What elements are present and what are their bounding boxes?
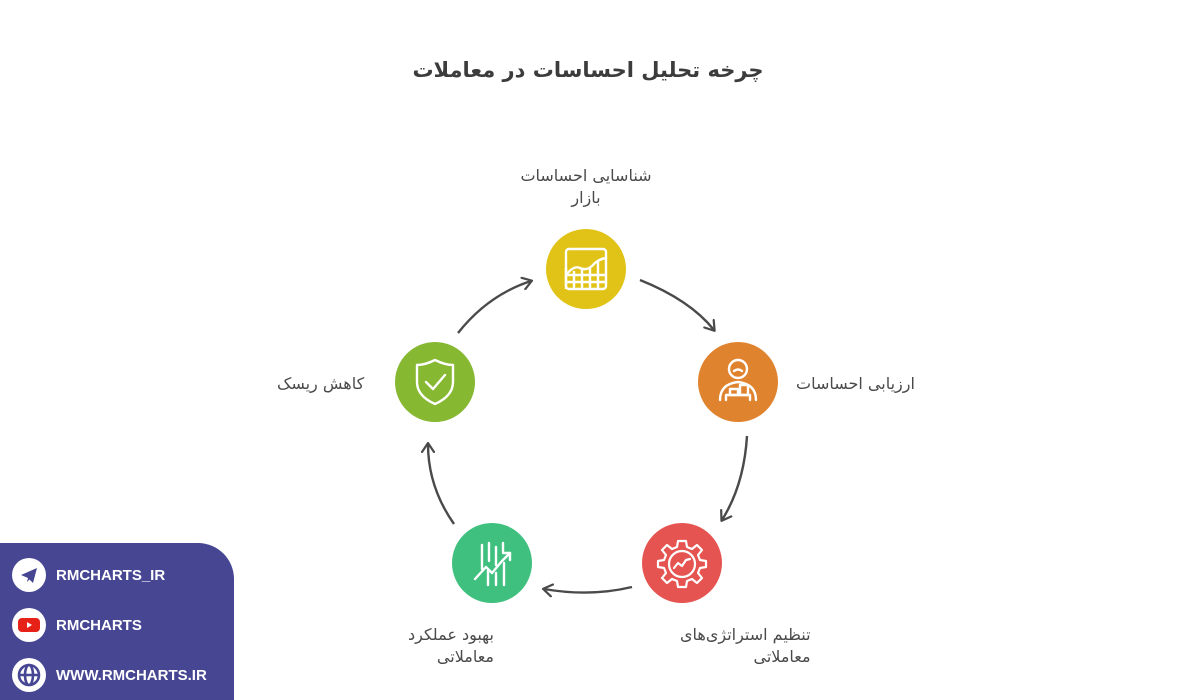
label-identify-line2: بازار: [571, 188, 601, 207]
node-reduce-risk: [395, 342, 475, 422]
social-youtube-text: RMCHARTS: [56, 616, 142, 634]
label-improve-line1: بهبود عملکرد: [407, 625, 494, 644]
social-telegram[interactable]: RMCHARTS_IR: [12, 558, 165, 592]
node-evaluate-sentiment: [698, 342, 778, 422]
label-improve: بهبود عملکرد معاملاتی: [390, 624, 494, 668]
label-risk-line1: کاهش ریسک: [277, 374, 365, 393]
diagram-title: چرخه تحلیل احساسات در معاملات: [0, 58, 1200, 82]
social-youtube[interactable]: RMCHARTS: [12, 608, 142, 642]
label-strategy: تنظیم استراتژی‌های معاملاتی: [680, 624, 811, 668]
node-improve-trading-performance: [452, 523, 532, 603]
label-risk: کاهش ریسک: [277, 373, 364, 395]
arrow-evaluate-to-strategy: [722, 435, 749, 520]
shield-check-icon: [415, 358, 455, 406]
label-strategy-line2: معاملاتی: [753, 647, 811, 666]
social-website-text: WWW.RMCHARTS.IR: [56, 666, 207, 684]
diagram-title-text: چرخه تحلیل احساسات در معاملات: [412, 58, 764, 82]
arrow-strategy-to-improve: [544, 587, 633, 593]
arrow-identify-to-evaluate: [639, 278, 714, 330]
label-evaluate: ارزیابی احساسات: [796, 373, 915, 395]
label-strategy-line1: تنظیم استراتژی‌های: [680, 625, 811, 644]
youtube-icon: [12, 608, 46, 642]
social-telegram-text: RMCHARTS_IR: [56, 566, 166, 584]
gear-chart-icon: [656, 539, 708, 589]
telegram-icon: [12, 558, 46, 592]
globe-icon: [12, 658, 46, 692]
node-adjust-trading-strategies: [642, 523, 722, 603]
chart-grid-icon: [564, 247, 608, 291]
node-identify-market-sentiment: [546, 229, 626, 309]
social-website[interactable]: WWW.RMCHARTS.IR: [12, 658, 207, 692]
label-identify: شناسایی احساسات بازار: [516, 165, 656, 209]
label-identify-line1: شناسایی احساسات: [520, 166, 652, 185]
arrow-risk-to-identify: [457, 281, 531, 334]
arrow-improve-to-risk: [428, 444, 455, 525]
label-evaluate-line1: ارزیابی احساسات: [796, 374, 915, 393]
social-links-panel: RMCHARTS_IR RMCHARTS WWW.RMCHARTS.IR: [0, 543, 234, 700]
label-improve-line2: معاملاتی: [436, 647, 494, 666]
bars-trend-icon: [473, 541, 512, 587]
person-boxes-icon: [718, 358, 758, 402]
